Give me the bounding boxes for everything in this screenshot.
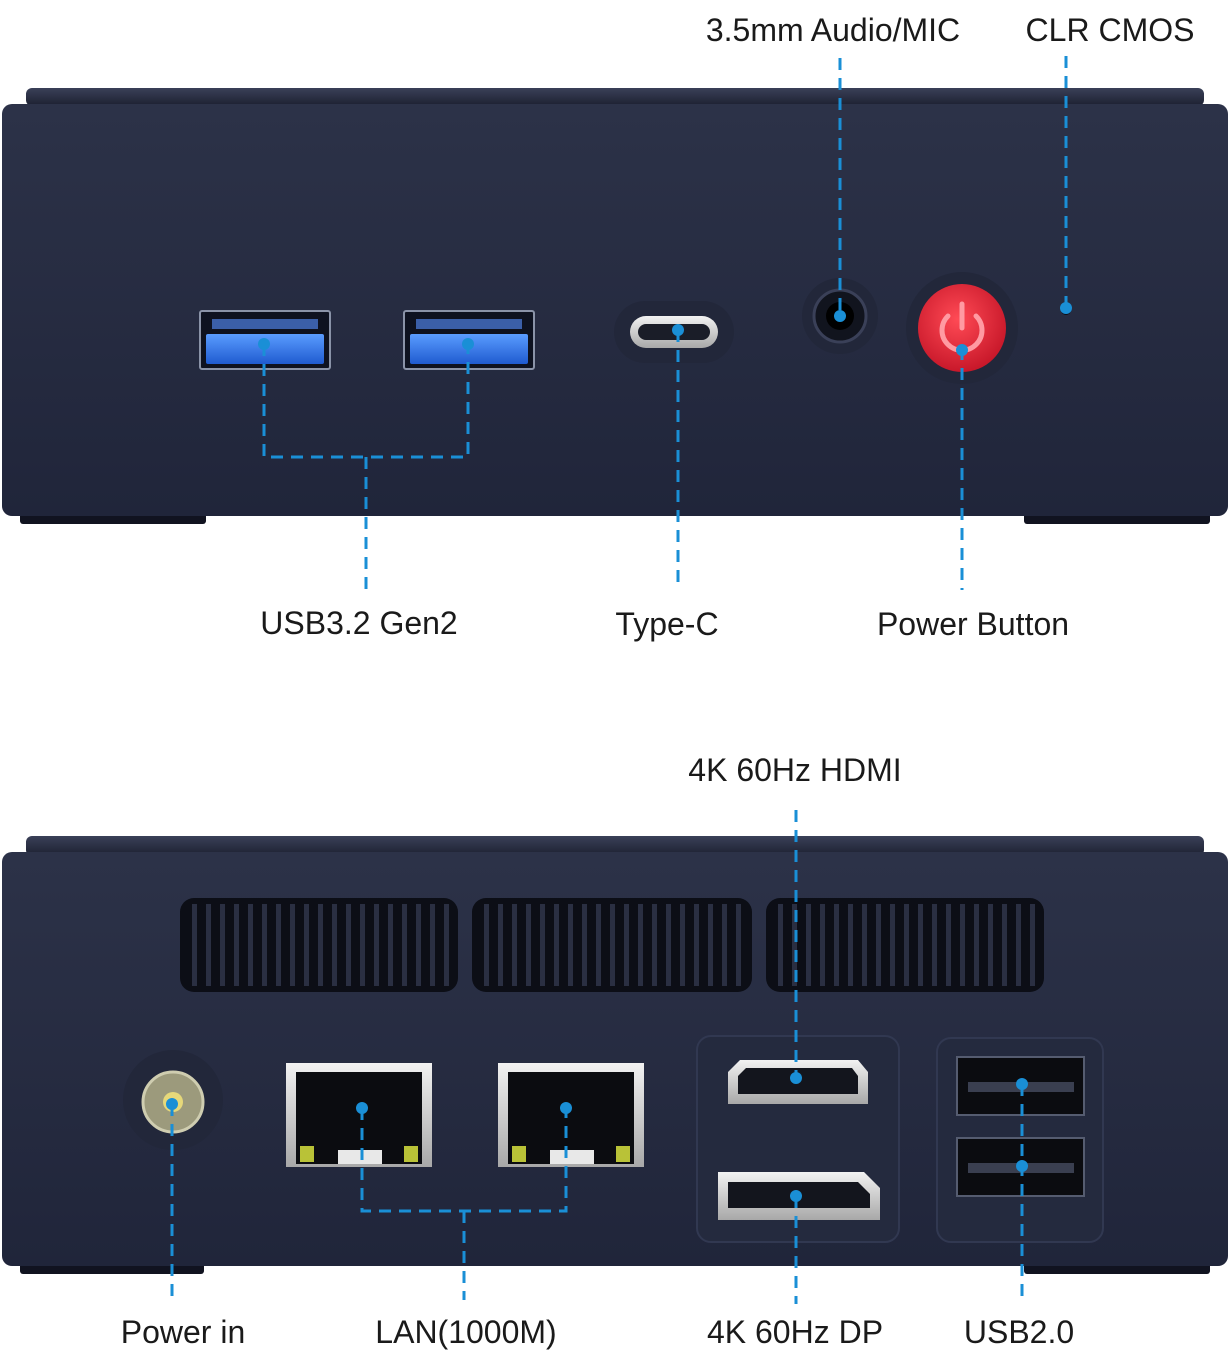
label-clr-cmos: CLR CMOS <box>1025 12 1195 48</box>
vent-slat <box>680 904 685 986</box>
power-button <box>906 272 1018 384</box>
dot-clr-cmos <box>1060 302 1072 314</box>
vent-slat <box>890 904 895 986</box>
vent-slat <box>416 904 421 986</box>
vent-slat <box>960 904 965 986</box>
vent-slat <box>540 904 545 986</box>
vent-slat <box>652 904 657 986</box>
dot-lan-2 <box>560 1102 572 1114</box>
label-usb20: USB2.0 <box>963 1314 1075 1350</box>
vent-grille-center <box>472 898 752 992</box>
vent-slat <box>206 904 211 986</box>
callout-lan <box>360 1108 568 1300</box>
label-power-button: Power Button <box>876 606 1070 642</box>
vent-grille-right <box>766 898 1044 992</box>
dot-usb32-2 <box>462 338 474 350</box>
vent-slat <box>974 904 979 986</box>
label-dp: 4K 60Hz DP <box>706 1314 884 1350</box>
vent-slat <box>918 904 923 986</box>
vent-slat <box>248 904 253 986</box>
label-lan: LAN(1000M) <box>375 1314 557 1350</box>
vent-slat <box>722 904 727 986</box>
callout-lines <box>170 56 1068 1304</box>
label-audio-mic: 3.5mm Audio/MIC <box>705 12 961 48</box>
vent-slat <box>1016 904 1021 986</box>
vent-slat <box>946 904 951 986</box>
vent-slat <box>820 904 825 986</box>
dot-lan-1 <box>356 1102 368 1114</box>
vent-slat <box>402 904 407 986</box>
vent-slat <box>192 904 197 986</box>
vent-slat <box>834 904 839 986</box>
vent-slat <box>484 904 489 986</box>
vent-slat <box>736 904 741 986</box>
vent-slat <box>430 904 435 986</box>
label-usb32: USB3.2 Gen2 <box>260 605 458 641</box>
dot-hdmi <box>790 1072 802 1084</box>
vent-slat <box>694 904 699 986</box>
callout-dots <box>166 302 1072 1202</box>
lan-port-2 <box>498 1063 644 1167</box>
vent-slat <box>498 904 503 986</box>
vent-slat <box>262 904 267 986</box>
vent-slat <box>568 904 573 986</box>
vent-slat <box>360 904 365 986</box>
front-view <box>2 88 1228 524</box>
vent-slat <box>624 904 629 986</box>
vent-slat <box>374 904 379 986</box>
vent-slat <box>554 904 559 986</box>
label-type-c: Type-C <box>615 606 719 642</box>
dot-usb20-1 <box>1016 1078 1028 1090</box>
vent-slat <box>904 904 909 986</box>
vent-slat <box>346 904 351 986</box>
label-power-in: Power in <box>120 1314 246 1350</box>
callout-usb32 <box>262 344 470 595</box>
dot-usb20-2 <box>1016 1160 1028 1172</box>
vent-slat <box>1030 904 1035 986</box>
front-chassis <box>2 104 1228 516</box>
vent-slat <box>276 904 281 986</box>
vent-slat <box>220 904 225 986</box>
vent-slat <box>318 904 323 986</box>
vent-slat <box>778 904 783 986</box>
vent-grille-left <box>180 898 458 992</box>
rear-lid <box>26 836 1204 856</box>
vent-slat <box>526 904 531 986</box>
vent-slat <box>848 904 853 986</box>
vent-slat <box>610 904 615 986</box>
vent-slat <box>862 904 867 986</box>
vent-slat <box>708 904 713 986</box>
vent-slat <box>638 904 643 986</box>
front-lid <box>26 88 1204 106</box>
lan-port-1 <box>286 1063 432 1167</box>
vent-slat <box>234 904 239 986</box>
dot-audio <box>834 310 846 322</box>
vent-slat <box>388 904 393 986</box>
vent-slat <box>290 904 295 986</box>
vent-slat <box>1002 904 1007 986</box>
dot-usb32-1 <box>258 338 270 350</box>
vent-slat <box>666 904 671 986</box>
vent-slat <box>876 904 881 986</box>
vent-slat <box>806 904 811 986</box>
vent-slat <box>988 904 993 986</box>
dot-power-button <box>956 344 968 356</box>
dot-type-c <box>672 324 684 336</box>
vent-slat <box>444 904 449 986</box>
dot-power-in <box>166 1098 178 1110</box>
vent-slat <box>792 904 797 986</box>
vent-slat <box>512 904 517 986</box>
vent-slat <box>304 904 309 986</box>
vent-slat <box>332 904 337 986</box>
label-hdmi: 4K 60Hz HDMI <box>688 752 902 788</box>
vent-slat <box>932 904 937 986</box>
vent-slat <box>596 904 601 986</box>
rear-view <box>2 836 1228 1274</box>
vent-slat <box>582 904 587 986</box>
dot-dp <box>790 1190 802 1202</box>
